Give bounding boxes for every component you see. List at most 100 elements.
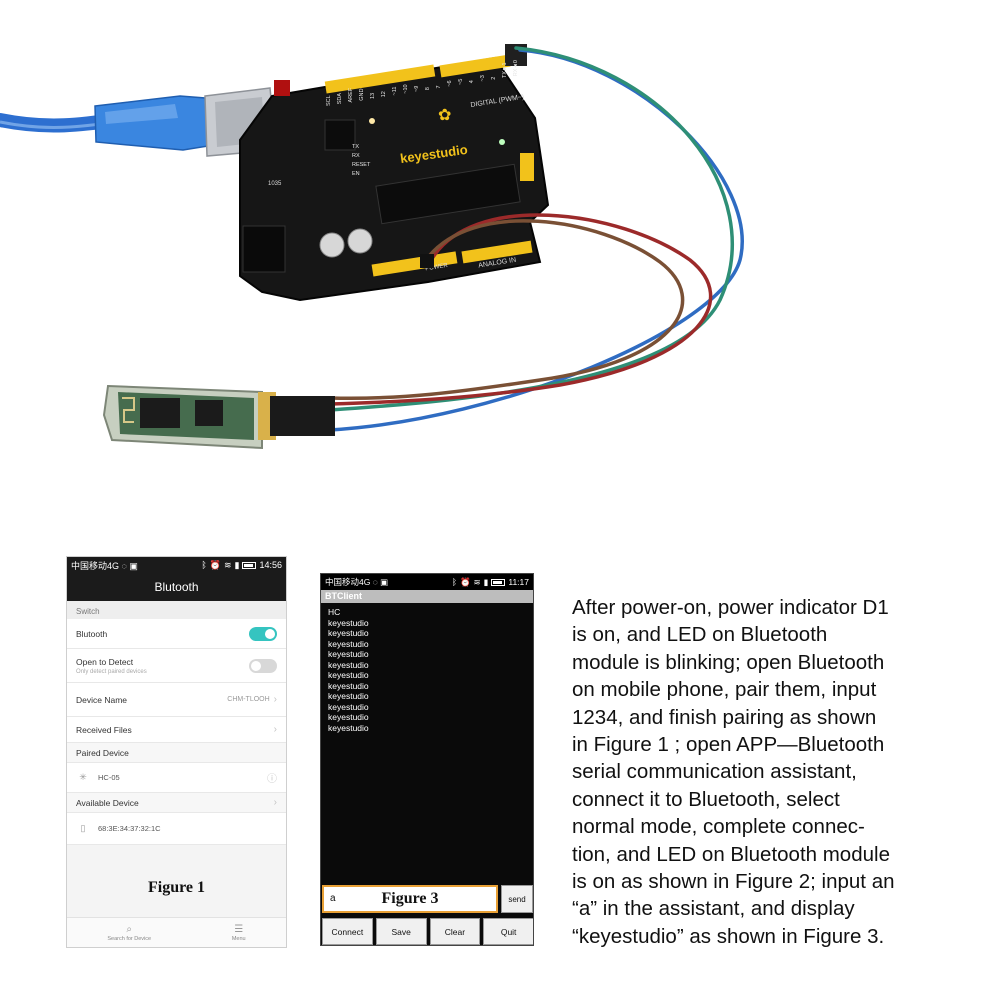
instruction-line: module is blinking; open Bluetooth [572, 650, 885, 674]
bluetooth-device-icon: ✳ [79, 772, 87, 782]
instruction-line: connect it to Bluetooth, select [572, 787, 840, 811]
paired-device-header: Paired Device [67, 743, 286, 763]
bluetooth-toggle[interactable] [249, 626, 277, 641]
bluetooth-module [102, 384, 335, 450]
log-line: keyestudio [328, 712, 369, 722]
available-header-label: Available Device [76, 797, 139, 808]
header-pin-label: GND [359, 89, 365, 101]
search-for-device-label: Search for Device [107, 935, 152, 942]
menu-button[interactable]: ☰ Menu [232, 924, 246, 942]
instruction-line: “keyestudio” as shown in Figure 3. [572, 924, 885, 948]
status-bar: 中国移动4G ◌ ▣ ᛒ ⏰ ≋ ▮ 14:56 [67, 557, 286, 573]
menu-icon: ☰ [234, 923, 244, 935]
header-pin-label: ~6 [447, 80, 453, 86]
chip-label: 1035 [268, 181, 282, 187]
instruction-line: tion, and LED on Bluetooth module [572, 842, 890, 866]
log-line: keyestudio [328, 670, 369, 680]
message-input-value: a [330, 893, 336, 904]
figure-1-caption: Figure 1 [147, 879, 206, 896]
paired-device-name: HC-05 [98, 773, 120, 782]
bluetooth-toggle-row[interactable]: Blutooth [67, 619, 286, 649]
log-line: keyestudio [328, 659, 369, 670]
status-led [499, 139, 505, 145]
ladybug-logo-icon: ✿ [438, 105, 451, 124]
info-icon[interactable]: ⓘ [267, 774, 277, 785]
power-label: POWER [425, 263, 449, 273]
header-pin-label: 4 [469, 80, 475, 83]
save-button[interactable]: Save [375, 918, 427, 945]
instruction-line: on mobile phone, pair them, input [572, 678, 877, 702]
wifi-icon: ≋ [223, 559, 232, 570]
log-line: keyestudio [328, 617, 369, 628]
header-pin-label: AREF [348, 87, 354, 102]
hardware-photo: keyestudio ✿ DIGITAL (PWM~) ANALOG IN PO… [0, 44, 744, 450]
open-to-detect-row[interactable]: Open to Detect Only detect paired device… [67, 649, 286, 683]
log-line: keyestudio [328, 701, 369, 712]
detect-sublabel: Only detect paired devices [76, 668, 147, 675]
instruction-line: “a” in the assistant, and display [572, 897, 855, 921]
arduino-board: keyestudio ✿ DIGITAL (PWM~) ANALOG IN PO… [239, 44, 550, 302]
action-buttons: Connect Save Clear Quit [322, 918, 533, 945]
header-pin-label: 12 [381, 91, 387, 97]
device-name-row[interactable]: Device Name CHM-TLOOH› [67, 683, 286, 717]
led-label: TX [352, 144, 359, 150]
instruction-line: is on, and LED on Bluetooth [572, 623, 828, 647]
detect-toggle[interactable] [249, 658, 277, 673]
paired-device-item[interactable]: ✳ HC-05 ⓘ [67, 763, 286, 793]
header-pin-label: 7 [436, 85, 442, 88]
search-for-device-button[interactable]: ⌕ Search for Device [107, 924, 151, 942]
instruction-line: normal mode, complete connec- [572, 815, 865, 839]
clock-label: 14:56 [259, 560, 282, 570]
instruction-line: serial communication assistant, [572, 760, 857, 784]
alarm-icon: ⏰ [459, 576, 471, 587]
carrier-label: 中国移动4G ◌ ▣ [325, 577, 389, 587]
header-pin-label: 8 [425, 87, 431, 90]
instruction-line: 1234, and finish pairing as shown [572, 705, 877, 729]
usb-cable [0, 87, 277, 157]
received-files-row[interactable]: Received Files › [67, 717, 286, 743]
app-title: BTClient [321, 590, 533, 603]
header-pin-label: 2 [491, 77, 497, 80]
jumper-wires [328, 46, 744, 432]
send-button[interactable]: send [501, 885, 533, 913]
paired-header-label: Paired Device [76, 747, 129, 758]
connect-button[interactable]: Connect [322, 918, 373, 945]
log-line: keyestudio [328, 649, 369, 659]
alarm-icon: ⏰ [209, 559, 221, 570]
clear-button[interactable]: Clear [429, 918, 481, 945]
bluetooth-status-icon: ᛒ [451, 577, 457, 587]
menu-label: Menu [231, 935, 246, 942]
led-label: RX [352, 153, 360, 159]
header-pin-label: SCL [326, 95, 332, 106]
header-pin-label: ~5 [458, 79, 464, 85]
chevron-right-icon: › [273, 797, 277, 808]
search-device-icon: ⌕ [126, 923, 133, 935]
log-line: keyestudio [328, 722, 369, 733]
header-pin-label: TX►1 [502, 62, 508, 78]
quit-button[interactable]: Quit [483, 918, 533, 945]
log-line: keyestudio [328, 638, 369, 649]
available-device-address: 68:3E:34:37:32:1C [98, 824, 161, 833]
chevron-right-icon: › [273, 724, 277, 735]
log-line: HC [328, 607, 341, 617]
page-title: Blutooth [67, 573, 286, 601]
phone-screenshot-bluetooth-settings: 中国移动4G ◌ ▣ ᛒ ⏰ ≋ ▮ 14:56 Blutooth Switch… [66, 556, 287, 948]
header-pin-label: ~10 [403, 84, 409, 93]
available-device-item[interactable]: ▯ 68:3E:34:37:32:1C [67, 813, 286, 845]
message-input[interactable]: a Figure 3 [322, 885, 498, 913]
phone-device-icon: ▯ [80, 823, 86, 833]
header-pin-label: ~3 [480, 75, 486, 81]
status-bar: 中国移动4G ◌ ▣ ᛒ ⏰ ≋ ▮ 11:17 [321, 574, 533, 590]
header-pin-label: ~11 [392, 87, 398, 96]
battery-icon [242, 561, 257, 569]
received-files-label: Received Files [76, 724, 132, 735]
carrier-label: 中国移动4G ◌ ▣ [71, 560, 138, 571]
header-pin-label: ~9 [414, 86, 420, 92]
bluetooth-status-icon: ᛒ [201, 560, 207, 570]
log-line: keyestudio [328, 691, 369, 701]
available-device-header: Available Device › [67, 793, 286, 813]
bluetooth-label: Blutooth [76, 628, 108, 639]
